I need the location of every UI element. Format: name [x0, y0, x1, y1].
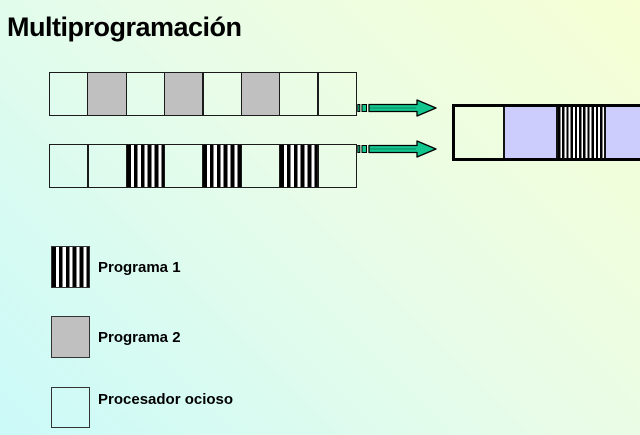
- timeline-cell-idle: [125, 72, 166, 116]
- timeline-cell-prog1: [202, 144, 243, 188]
- timeline-strip-program2: [49, 72, 357, 116]
- legend-item-programa-1: Programa 1: [51, 246, 181, 288]
- timeline-strip-program1: [49, 144, 357, 188]
- timeline-cell-prog1: [278, 144, 319, 188]
- combined-processor-bar: [452, 104, 640, 161]
- timeline-cell-prog2c: [503, 107, 556, 158]
- arrow-tail-stripe: [357, 145, 361, 153]
- legend-label: Programa 1: [98, 258, 181, 276]
- timeline-cell-prog2: [163, 72, 204, 116]
- timeline-cell-prog2: [87, 72, 128, 116]
- merge-arrow-bottom-icon: [357, 140, 437, 158]
- arrow-tail-stripe: [357, 104, 361, 112]
- arrow-tail-stripe: [361, 145, 367, 153]
- timeline-cell-idle: [49, 72, 89, 116]
- legend-swatch-procesador-ocioso: [51, 387, 90, 428]
- page-title: Multiprogramación: [7, 12, 242, 42]
- timeline-cell-idle: [240, 144, 281, 188]
- timeline-cell-idle: [317, 144, 357, 188]
- timeline-cell-idle: [49, 144, 89, 188]
- arrow-tail-stripe: [361, 104, 367, 112]
- legend-item-programa-2: Programa 2: [51, 316, 181, 358]
- timeline-cell-idle: [278, 72, 319, 116]
- timeline-cell-idle: [202, 72, 243, 116]
- legend-label: Programa 2: [98, 328, 181, 346]
- timeline-cell-idle: [163, 144, 204, 188]
- legend-swatch-programa-2: [51, 316, 90, 358]
- legend-item-procesador-ocioso: Procesador ocioso: [51, 387, 233, 428]
- timeline-cell-prog2: [240, 72, 281, 116]
- timeline-cell-idle: [455, 107, 503, 158]
- timeline-cell-prog1: [125, 144, 166, 188]
- legend-label: Procesador ocioso: [98, 391, 234, 408]
- timeline-cell-idle: [87, 144, 128, 188]
- merge-arrow-top-icon: [357, 99, 437, 117]
- timeline-cell-idle: [317, 72, 357, 116]
- timeline-cell-prog1c: [556, 107, 604, 158]
- timeline-cell-prog2c: [604, 107, 640, 158]
- legend-swatch-programa-1: [51, 246, 90, 288]
